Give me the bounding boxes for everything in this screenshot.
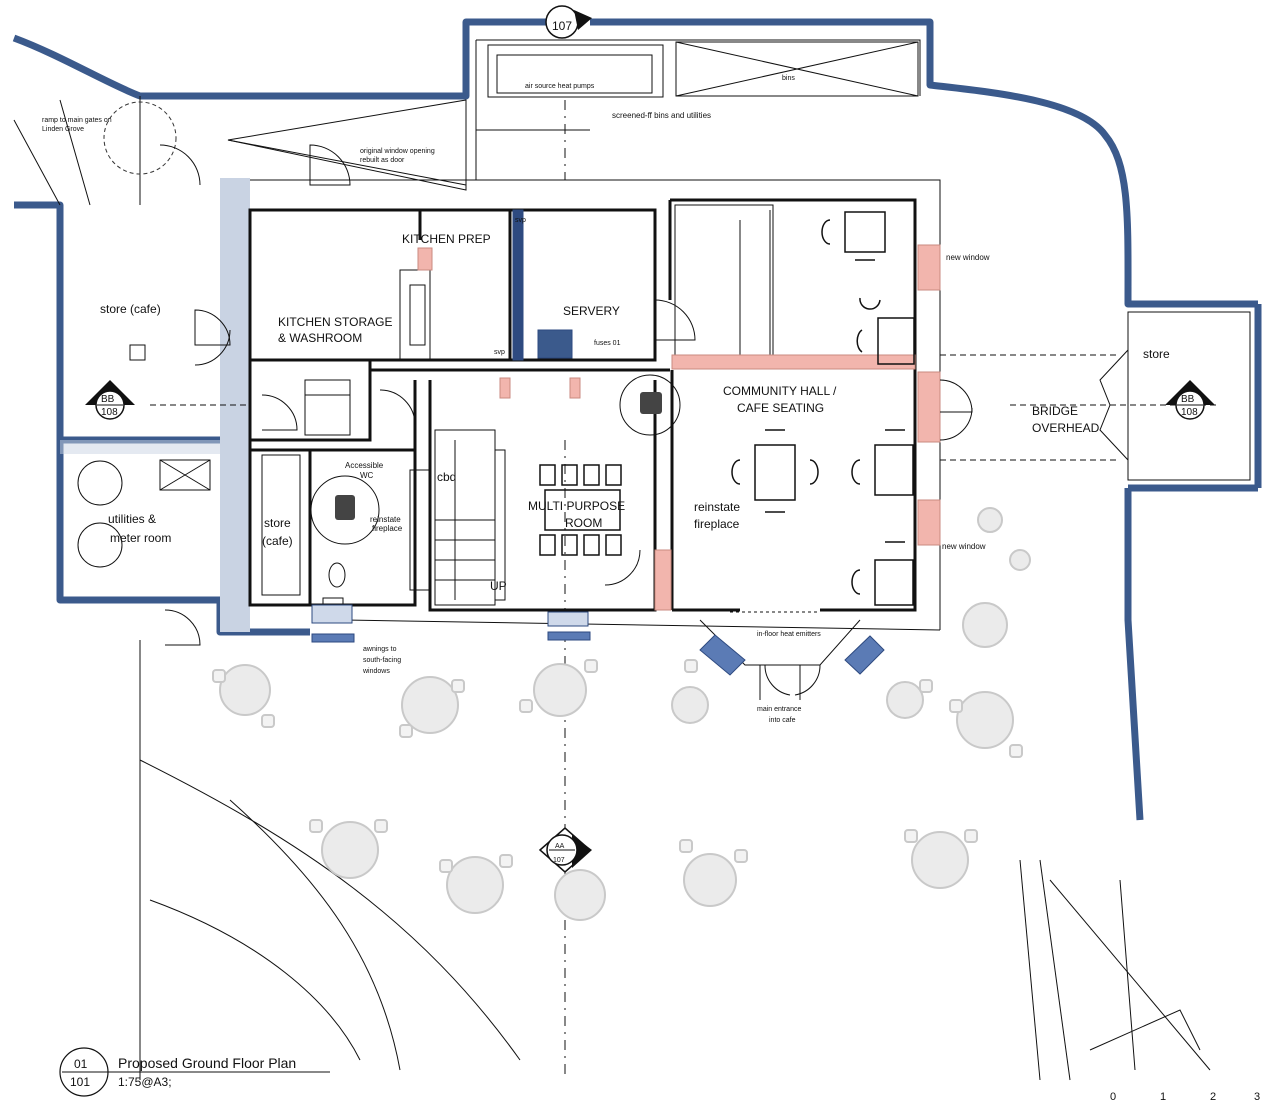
note-awnings-l3: windows xyxy=(362,668,390,675)
scale-3: 3 xyxy=(1254,1091,1260,1103)
section-bb-left-sheet: 108 xyxy=(101,407,118,418)
section-marker-aa-top xyxy=(545,5,592,39)
title-drawing-no: 01 xyxy=(74,1057,88,1071)
section-bb-right-code: BB xyxy=(1181,394,1195,405)
room-bridge-l2: OVERHEAD xyxy=(1032,421,1100,435)
room-servery: SERVERY xyxy=(563,304,620,318)
wc-turning-circle xyxy=(310,475,380,545)
room-utilities-l2: meter room xyxy=(110,531,171,545)
room-kitchen-storage-l1: KITCHEN STORAGE xyxy=(278,315,392,329)
room-kitchen-storage-l2: & WASHROOM xyxy=(278,331,362,345)
door-swings xyxy=(159,144,973,696)
label-accessible-l2: WC xyxy=(360,471,374,480)
note-ramp-l1: ramp to main gates on xyxy=(42,117,112,124)
interior-furniture xyxy=(539,211,915,606)
note-window-l1: original window opening xyxy=(360,148,435,155)
note-entrance-l2: into cafe xyxy=(769,717,796,724)
note-awnings-l2: south-facing xyxy=(363,657,401,664)
title-sheet-no: 101 xyxy=(70,1075,90,1089)
right-store xyxy=(1099,311,1251,481)
hall-turning-circle xyxy=(619,374,681,436)
building-walls xyxy=(248,198,917,612)
note-underfloor: in-floor heat emitters xyxy=(757,631,821,638)
room-bridge-l1: BRIDGE xyxy=(1032,404,1078,418)
note-fuses: fuses 01 xyxy=(594,340,621,347)
label-reinstate-small-l1: reinstate xyxy=(370,515,401,524)
label-cbd: cbd xyxy=(437,470,456,484)
note-screened: screened-ff bins and utilities xyxy=(612,111,711,120)
title-block xyxy=(59,1047,330,1097)
note-ramp-l2: Linden Grove xyxy=(42,126,84,133)
awnings xyxy=(311,209,885,676)
wc-fittings xyxy=(322,562,346,605)
title-text: Proposed Ground Floor Plan xyxy=(118,1055,296,1071)
note-svp-1: svp xyxy=(515,217,526,224)
room-kitchen-prep: KITCHEN PREP xyxy=(402,232,491,246)
room-store-cafe-mid-l2: (cafe) xyxy=(262,534,293,548)
section-aa-top-sheet: 107 xyxy=(552,19,572,33)
label-up: UP xyxy=(490,579,507,593)
room-store-cafe-mid-l1: store xyxy=(264,516,291,530)
note-awnings-l1: awnings to xyxy=(363,646,397,653)
label-reinstate-l2: fireplace xyxy=(694,517,740,531)
section-bb-right-sheet: 108 xyxy=(1181,407,1198,418)
label-accessible-l1: Accessible xyxy=(345,461,384,470)
room-multi-l2: ROOM xyxy=(565,516,602,530)
room-store-right: store xyxy=(1143,347,1170,361)
note-new-window-1: new window xyxy=(946,253,990,262)
note-bins: bins xyxy=(782,75,795,82)
outdoor-furniture xyxy=(219,507,1031,921)
proposed-elements xyxy=(417,244,941,611)
meter-circles xyxy=(77,460,123,568)
section-bb-left-code: BB xyxy=(101,394,115,405)
section-aa-bottom-code: AA xyxy=(555,843,565,850)
section-marker-bb-left xyxy=(85,380,135,420)
gate-lines xyxy=(13,99,91,206)
room-community-l1: COMMUNITY HALL / xyxy=(723,384,837,398)
scale-2: 2 xyxy=(1210,1091,1216,1103)
note-window-l2: rebuilt as door xyxy=(360,157,405,164)
note-entrance-l1: main entrance xyxy=(757,706,801,713)
section-aa-bottom-sheet: 107 xyxy=(553,857,565,864)
scale-bar: 0 1 2 3 xyxy=(1110,1091,1260,1103)
room-community-l2: CAFE SEATING xyxy=(737,401,824,415)
outdoor-chairs xyxy=(212,659,1023,873)
wheelchair-symbols xyxy=(335,392,662,520)
thin-walls xyxy=(129,100,1220,1080)
note-new-window-2: new window xyxy=(942,542,986,551)
outer-lines xyxy=(139,39,1211,1081)
section-marker-bb-right xyxy=(1165,380,1215,420)
note-svp-2: svp xyxy=(494,349,505,356)
room-store-cafe-top: store (cafe) xyxy=(100,302,161,316)
room-utilities-l1: utilities & xyxy=(108,512,156,526)
section-marker-aa-bottom xyxy=(538,827,592,873)
label-reinstate-small-l2: fireplace xyxy=(372,524,403,533)
note-air-source: air source heat pumps xyxy=(525,83,595,90)
scale-1: 1 xyxy=(1160,1091,1166,1103)
boundary-infill-2 xyxy=(60,440,220,454)
scale-0: 0 xyxy=(1110,1091,1116,1103)
title-scale: 1:75@A3; xyxy=(118,1075,172,1089)
label-reinstate-l1: reinstate xyxy=(694,500,740,514)
room-multi-l1: MULTI PURPOSE xyxy=(528,499,625,513)
ramp-turning-circle xyxy=(103,101,177,175)
